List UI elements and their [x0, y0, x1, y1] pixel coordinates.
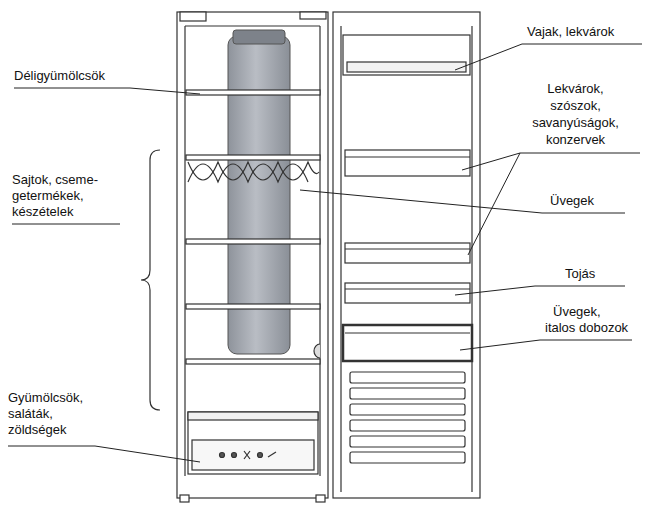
door-label: Üvegek — [550, 193, 594, 209]
zone-label: Gyümölcsök, saláták, zöldségek — [8, 390, 98, 438]
door-label: Lekvárok, szószok, savanyúságok, konzerv… — [528, 80, 623, 148]
zone-label: Sajtok, cseme- getermékek, készételek — [12, 172, 112, 220]
door-label: Vajak, lekvárok — [527, 24, 614, 40]
door-label: Tojás — [565, 266, 595, 282]
door-label: Üvegek, italos dobozok — [545, 304, 631, 336]
zone-label: Déligyümölcsök — [14, 68, 105, 84]
